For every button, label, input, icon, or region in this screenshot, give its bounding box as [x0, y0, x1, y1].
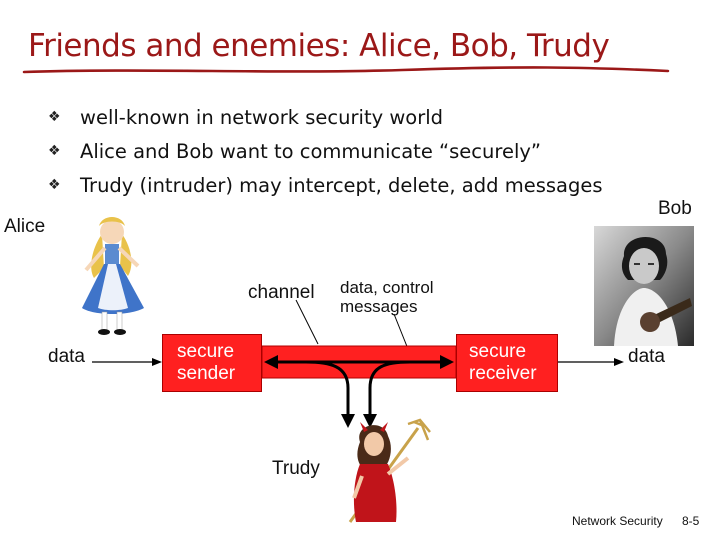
slide-number: 8-5 [682, 514, 700, 528]
trudy-illustration [348, 418, 431, 523]
title-underline [22, 66, 670, 74]
data-left-label: data [48, 346, 85, 367]
channel-label: channel [248, 282, 315, 303]
bob-photo [594, 226, 694, 346]
bullet-list: ❖well-known in network security world ❖A… [48, 106, 603, 208]
bullet-item: ❖well-known in network security world [48, 106, 444, 129]
footer-course: Network Security [572, 514, 663, 528]
bullet-item: ❖Alice and Bob want to communicate “secu… [48, 140, 542, 163]
channel-pointer-line [295, 299, 319, 345]
diamond-bullet-icon: ❖ [48, 109, 61, 125]
bob-label: Bob [658, 198, 692, 219]
alice-label: Alice [4, 216, 46, 237]
diamond-bullet-icon: ❖ [48, 177, 61, 193]
slide-title: Friends and enemies: Alice, Bob, Trudy [28, 28, 610, 64]
trudy-tap-right [368, 360, 411, 418]
trudy-tap-left [305, 360, 350, 418]
secure-receiver-box: secure receiver [456, 334, 558, 392]
trudy-label: Trudy [272, 458, 320, 479]
secure-sender-box: secure sender [162, 334, 262, 392]
bullet-item: ❖Trudy (intruder) may intercept, delete,… [48, 174, 603, 197]
diamond-bullet-icon: ❖ [48, 143, 61, 159]
channel-note: data, control messages [340, 278, 434, 316]
data-right-label: data [628, 346, 665, 367]
alice-illustration [82, 217, 144, 335]
